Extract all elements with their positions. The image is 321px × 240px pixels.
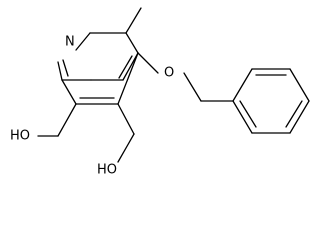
bond-ph-6-inner: [239, 100, 257, 128]
bond-ring-inner-left: [62, 59, 69, 77]
hydroxymethyl-bottom: [117, 103, 135, 163]
chemical-structure-diagram: N O HO HO: [10, 7, 310, 178]
pyridine-ring: [57, 32, 139, 105]
bond-ph-4: [289, 100, 310, 134]
bond-ph-6: [232, 100, 253, 134]
bond-n-c2: [75, 32, 91, 51]
bond-c4-c5: [122, 52, 139, 81]
bond-c3-o: [137, 52, 159, 74]
bond-c4-c5-inner: [118, 55, 133, 79]
bond-ring-right-down: [117, 52, 139, 105]
bond-ph-1: [232, 68, 253, 102]
atom-label-hydroxyl-left: HO: [10, 129, 30, 144]
bond-ch2-oh-bottom: [117, 133, 135, 163]
bond-ring-lower-left: [61, 79, 77, 105]
bond-methyl: [125, 7, 142, 34]
bond-ring-n-left: [57, 61, 63, 81]
bond-o-ch2: [183, 72, 202, 102]
phenyl-ring: [232, 68, 310, 134]
bond-ring-ch2-left: [57, 103, 77, 137]
bond-c3-c4: [125, 32, 139, 54]
bond-ring-ch2-bottom: [117, 103, 135, 135]
hydroxymethyl-left: [37, 103, 77, 137]
atom-label-hydroxyl-bottom: HO: [97, 163, 117, 178]
atom-label-nitrogen: N: [65, 35, 75, 50]
methyl-group: [125, 7, 142, 34]
structure-canvas: N O HO HO: [10, 7, 310, 178]
atom-label-ether-oxygen: O: [164, 66, 174, 81]
benzyloxy-group: [137, 52, 234, 102]
bond-ph-4-inner: [285, 100, 303, 128]
bond-ph-3: [289, 68, 310, 102]
